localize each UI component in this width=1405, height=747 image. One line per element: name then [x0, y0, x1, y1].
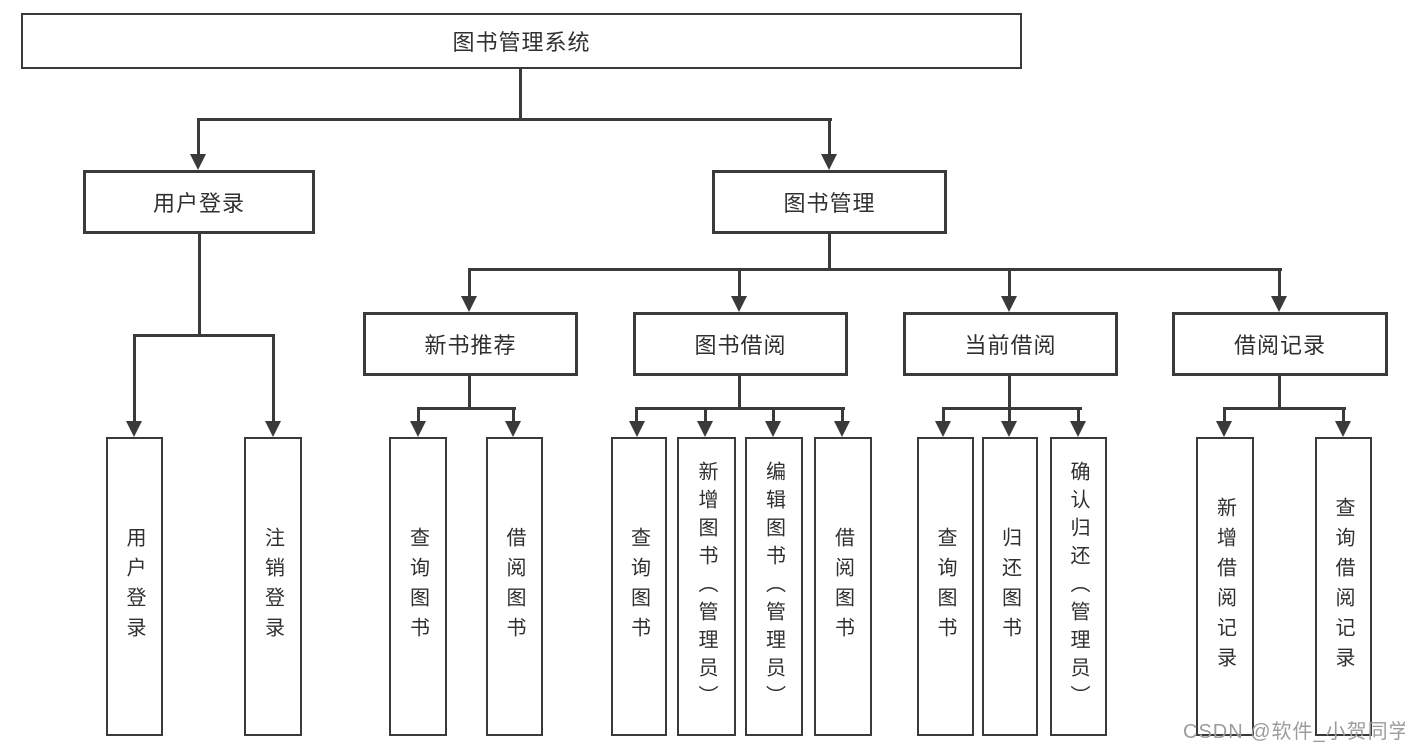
- connector-line: [841, 409, 844, 423]
- arrow-down-icon: [821, 154, 837, 170]
- arrow-down-icon: [461, 296, 477, 312]
- arrow-down-icon: [834, 421, 850, 437]
- connector-line: [1077, 409, 1080, 423]
- node-root: 图书管理系统: [21, 13, 1022, 69]
- connector-line: [1008, 376, 1011, 409]
- connector-line: [1008, 270, 1011, 298]
- leaf-query-books-current: 查询图书: [917, 437, 974, 736]
- leaf-confirm-return-admin: 确认归还（管理员）: [1050, 437, 1107, 736]
- connector-line: [942, 407, 1082, 410]
- connector-line: [417, 409, 420, 423]
- leaf-return-books: 归还图书: [982, 437, 1038, 736]
- node-book-borrow: 图书借阅: [633, 312, 848, 376]
- connector-line: [197, 120, 200, 156]
- leaf-logout: 注销登录: [244, 437, 302, 736]
- connector-line: [1278, 376, 1281, 409]
- connector-line: [133, 334, 275, 337]
- leaf-query-books-borrow: 查询图书: [611, 437, 667, 736]
- node-borrow-records: 借阅记录: [1172, 312, 1388, 376]
- connector-line: [1008, 409, 1011, 423]
- leaf-borrow-books-recommend: 借阅图书: [486, 437, 543, 736]
- node-user-login: 用户登录: [83, 170, 315, 234]
- leaf-borrow-books: 借阅图书: [814, 437, 872, 736]
- leaf-user-login: 用户登录: [106, 437, 163, 736]
- connector-line: [417, 407, 516, 410]
- connector-line: [1278, 270, 1281, 298]
- arrow-down-icon: [1001, 421, 1017, 437]
- csdn-watermark: CSDN @软件_小贺同学: [1183, 721, 1405, 743]
- arrow-down-icon: [410, 421, 426, 437]
- connector-line: [197, 118, 832, 121]
- connector-line: [512, 409, 515, 423]
- arrow-down-icon: [697, 421, 713, 437]
- leaf-query-borrow-record: 查询借阅记录: [1315, 437, 1372, 736]
- connector-line: [133, 336, 136, 423]
- leaf-add-books-admin: 新增图书（管理员）: [677, 437, 736, 736]
- arrow-down-icon: [731, 296, 747, 312]
- connector-line: [468, 376, 471, 409]
- connector-line: [828, 234, 831, 271]
- connector-line: [738, 270, 741, 298]
- arrow-down-icon: [935, 421, 951, 437]
- connector-line: [272, 336, 275, 423]
- arrow-down-icon: [1216, 421, 1232, 437]
- node-current-borrow: 当前借阅: [903, 312, 1118, 376]
- arrow-down-icon: [505, 421, 521, 437]
- arrow-down-icon: [629, 421, 645, 437]
- arrow-down-icon: [1335, 421, 1351, 437]
- arrow-down-icon: [1271, 296, 1287, 312]
- connector-line: [468, 268, 1282, 271]
- connector-line: [198, 234, 201, 335]
- arrow-down-icon: [765, 421, 781, 437]
- connector-line: [772, 409, 775, 423]
- connector-line: [704, 409, 707, 423]
- connector-line: [468, 270, 471, 298]
- connector-line: [738, 376, 741, 409]
- connector-line: [635, 407, 845, 410]
- leaf-edit-books-admin: 编辑图书（管理员）: [745, 437, 803, 736]
- connector-line: [1342, 409, 1345, 423]
- leaf-add-borrow-record: 新增借阅记录: [1196, 437, 1254, 736]
- connector-line: [635, 409, 638, 423]
- connector-line: [1223, 407, 1346, 410]
- node-new-book-recommend: 新书推荐: [363, 312, 578, 376]
- leaf-query-books-recommend: 查询图书: [389, 437, 447, 736]
- connector-line: [519, 69, 522, 118]
- node-book-management: 图书管理: [712, 170, 947, 234]
- arrow-down-icon: [1070, 421, 1086, 437]
- connector-line: [1223, 409, 1226, 423]
- connector-line: [828, 120, 831, 156]
- arrow-down-icon: [190, 154, 206, 170]
- arrow-down-icon: [1001, 296, 1017, 312]
- connector-line: [942, 409, 945, 423]
- arrow-down-icon: [265, 421, 281, 437]
- arrow-down-icon: [126, 421, 142, 437]
